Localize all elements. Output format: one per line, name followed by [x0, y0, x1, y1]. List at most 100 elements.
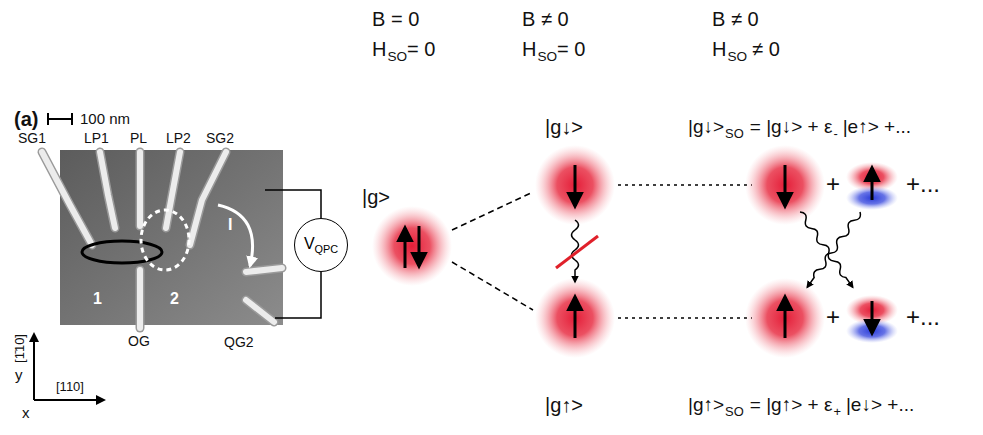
axis-direction: [1̄10]: [13, 334, 28, 363]
condition-label: H: [522, 38, 536, 61]
condition-label-line: HSO≠ 0: [712, 38, 780, 64]
plus-sign-line: +: [826, 170, 840, 198]
spin-arrow: [418, 226, 421, 266]
spin-arrow: [871, 168, 874, 200]
current-label-line: I: [228, 216, 232, 234]
plus-sign: +...: [906, 170, 940, 198]
condition-label: = 0: [557, 38, 585, 61]
charge-cloud: [745, 145, 825, 225]
spin-arrow: [784, 297, 787, 338]
gate: [100, 152, 115, 228]
dot-number: 2: [170, 290, 179, 308]
meter-circle: VQPC: [294, 218, 348, 272]
spin-arrow: [574, 165, 577, 206]
forbidden-slash: [556, 236, 598, 268]
wire: [265, 190, 321, 218]
current-arrow: [218, 205, 253, 266]
condition-label: B ≠ 0: [712, 8, 759, 31]
gate: [100, 152, 115, 228]
axis-label: y: [15, 366, 23, 383]
condition-label: SO: [537, 49, 557, 65]
plus-sign: +: [826, 303, 840, 331]
spin-arrow: [784, 165, 787, 206]
state-expansion: -: [833, 127, 837, 142]
gate: [136, 152, 145, 226]
gate-label: LP2: [166, 130, 191, 146]
dot-number-line: 1: [93, 290, 102, 308]
gate: [166, 152, 180, 228]
dotted-line: [618, 317, 752, 319]
condition-label: H: [372, 38, 386, 61]
gate: [166, 152, 180, 228]
dashed-line: [452, 192, 533, 230]
gate-shadow: [42, 152, 282, 328]
axis-arrow: [33, 334, 35, 400]
meter-text: V: [304, 235, 315, 252]
gate-electrodes: [42, 152, 282, 328]
scale-bar-tick: [71, 113, 73, 125]
current-label: I: [228, 216, 232, 234]
gate: [190, 152, 226, 245]
panel-label: (a): [14, 108, 38, 131]
dot-ellipse: [82, 241, 162, 263]
condition-label-line: B = 0: [372, 8, 419, 31]
charge-cloud: [535, 278, 615, 358]
gate-label-line: PL: [130, 130, 147, 146]
condition-label: B ≠ 0: [522, 8, 569, 31]
axis-direction: [110]: [56, 380, 84, 395]
wavy-arrow-path: [805, 210, 863, 289]
gate: [137, 152, 143, 226]
condition-label-line: HSO= 0: [522, 38, 585, 64]
gate-label: SG2: [206, 130, 234, 146]
gate-label: OG: [128, 333, 150, 349]
condition-label: B = 0: [372, 8, 419, 31]
condition-label-line: B ≠ 0: [712, 8, 759, 31]
gate: [246, 268, 282, 272]
gate: [42, 152, 92, 245]
wavy-arrow-path: [798, 210, 856, 289]
plus-sign: +: [826, 170, 840, 198]
state-label: |g↑>: [545, 394, 583, 417]
condition-label-line: HSO= 0: [372, 38, 435, 64]
condition-label: H: [712, 38, 726, 61]
gate-label-line: LP2: [166, 130, 191, 146]
meter-label: VQPC: [304, 235, 338, 255]
state-expansion: = |g↑> + ε: [750, 394, 833, 416]
condition-label: = 0: [407, 38, 435, 61]
charge-cloud: [372, 206, 452, 286]
spin-arrow: [871, 301, 874, 333]
wire: [275, 272, 321, 318]
dotted-line: [618, 184, 752, 186]
gate: [137, 270, 143, 328]
state-expansion-line: |g↑>SO= |g↑> + ε+|e↓> +...: [688, 394, 914, 419]
plus-sign-line: +...: [906, 170, 940, 198]
meter-text: QPC: [315, 243, 339, 255]
spin-arrow: [404, 228, 407, 268]
sem-image: [60, 150, 283, 325]
charge-cloud: [535, 145, 615, 225]
axis-arrow: [34, 399, 104, 401]
dot-number: 1: [93, 290, 102, 308]
scale-bar-tick: [47, 113, 49, 125]
gate-label-line: LP1: [84, 130, 109, 146]
state-label-line: |g↑>: [545, 394, 583, 417]
gate-label-line: SG2: [206, 130, 234, 146]
gate-label: LP1: [84, 130, 109, 146]
state-expansion: SO: [725, 405, 744, 420]
gate-label: SG1: [18, 130, 46, 146]
condition-label: SO: [727, 49, 747, 65]
state-label-line: |g>: [362, 186, 390, 209]
state-label: |g↓>: [545, 116, 583, 139]
state-expansion: SO: [725, 127, 744, 142]
gate: [246, 300, 274, 322]
state-label: |g>: [362, 186, 390, 209]
wavy-arrow: [798, 210, 856, 289]
plus-sign: +...: [906, 303, 940, 331]
state-label-line: |g↓>: [545, 116, 583, 139]
panel-label-line: (a): [14, 108, 38, 131]
scale-label-line: 100 nm: [80, 110, 130, 127]
dashed-line: [452, 262, 533, 310]
state-expansion: |g↑>: [688, 394, 724, 416]
gate: [42, 152, 92, 245]
